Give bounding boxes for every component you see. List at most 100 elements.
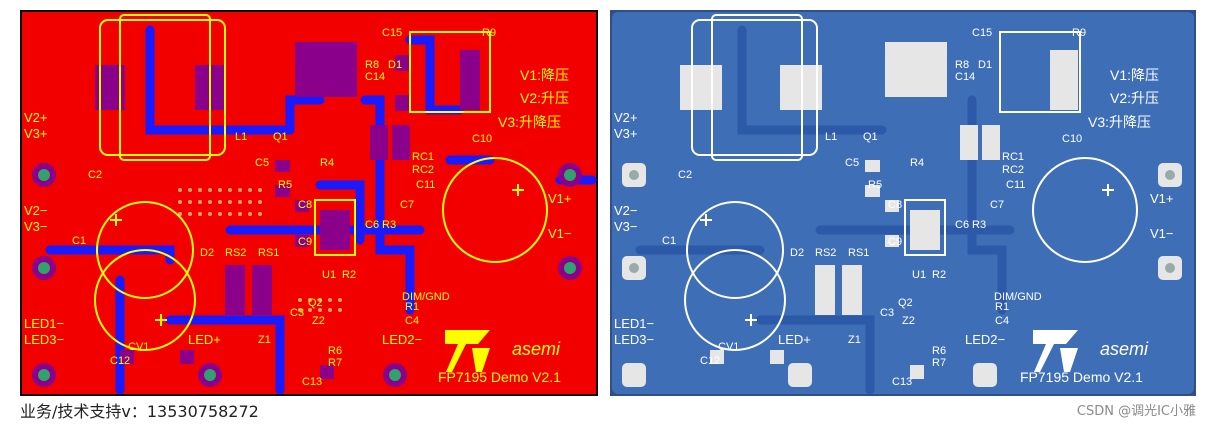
ref-c3: C3 (290, 307, 304, 319)
label-v3m-blue: V3− (614, 219, 638, 234)
ref-c14-b: C14 (955, 71, 975, 83)
label-v2p-blue: V2+ (614, 110, 638, 125)
ref-q2-b: Q2 (898, 297, 913, 309)
label-v2m: V2− (24, 203, 48, 218)
ref-cv1-b: CV1 (718, 341, 739, 353)
ref-z1-b: Z1 (848, 334, 861, 346)
ref-q1: Q1 (273, 131, 288, 143)
ref-c1: C1 (72, 235, 86, 247)
ref-r4: R4 (320, 157, 334, 169)
ref-c12-b: C12 (700, 355, 720, 367)
ref-c2: C2 (88, 169, 102, 181)
ref-r3: R3 (382, 219, 396, 231)
yasemi-logo-icon (445, 330, 490, 372)
silk-blue (684, 14, 1138, 351)
vias-red (178, 188, 342, 312)
ref-rs2-b: RS2 (815, 247, 836, 259)
ref-c8: C8 (298, 199, 312, 211)
pads-blue (680, 42, 1078, 379)
ref-rc2: RC2 (412, 164, 434, 176)
label-mode-2-blue: V2:升压 (1110, 90, 1159, 106)
label-demo-title-blue: FP7195 Demo V2.1 (1020, 369, 1143, 385)
label-v1p-blue: V1+ (1150, 191, 1174, 206)
terminals-blue (622, 163, 1182, 387)
ref-l1-b: L1 (825, 131, 837, 143)
labels-blue: V2+ V3+ V2− V3− V1+ V1− LED1− LED3− LED+… (614, 67, 1174, 385)
ref-r7: R7 (328, 357, 342, 369)
ref-c2-b: C2 (678, 169, 692, 181)
ref-r2: R2 (342, 269, 356, 281)
pcb-blue-render: V2+ V3+ V2− V3− V1+ V1− LED1− LED3− LED+… (610, 10, 1196, 396)
ref-c5-b: C5 (845, 157, 859, 169)
refdes-blue: L1 Q1 C15 R9 R8 D1 C14 C10 C5 R4 R5 RC1 … (662, 27, 1086, 388)
ref-c14: C14 (365, 71, 385, 83)
label-v3p: V3+ (24, 126, 48, 141)
ref-c13: C13 (302, 376, 322, 388)
ref-z2-b: Z2 (902, 315, 915, 327)
silk-red (94, 14, 548, 351)
ref-c10: C10 (472, 133, 492, 145)
ref-rc1-b: RC1 (1002, 151, 1024, 163)
ref-c8-b: C8 (888, 199, 902, 211)
label-v2p: V2+ (24, 110, 48, 125)
label-v3m: V3− (24, 219, 48, 234)
label-led2m: LED2− (382, 332, 422, 347)
ref-r1: R1 (405, 301, 419, 313)
pcb-red-svg: V2+ V3+ V2− V3− V1+ V1− LED1− LED3− LED+… (22, 12, 597, 395)
label-dim: DIM/GND (402, 291, 450, 303)
ref-c3-b: C3 (880, 307, 894, 319)
ref-r8: R8 (365, 59, 379, 71)
ref-r8-b: R8 (955, 59, 969, 71)
ref-rs1: RS1 (258, 247, 279, 259)
ref-q1-b: Q1 (863, 131, 878, 143)
ref-rc1: RC1 (412, 151, 434, 163)
ref-r6-b: R6 (932, 345, 946, 357)
pcb-blue-svg: V2+ V3+ V2− V3− V1+ V1− LED1− LED3− LED+… (612, 12, 1194, 395)
yasemi-logo-icon (1033, 330, 1078, 372)
label-ledp: LED+ (188, 332, 221, 347)
ref-r5: R5 (278, 179, 292, 191)
ref-c6: C6 (365, 219, 379, 231)
label-mode-3: V3:升降压 (498, 114, 561, 130)
ref-c11-b: C11 (1006, 179, 1025, 191)
plus-icon (700, 184, 1114, 326)
ref-c9-b: C9 (888, 236, 902, 248)
ref-c15-b: C15 (972, 27, 992, 39)
ref-cv1: CV1 (128, 341, 149, 353)
label-led3-blue: LED3− (614, 332, 654, 347)
ref-d1: D1 (388, 59, 402, 71)
ref-c7: C7 (400, 199, 414, 211)
ref-c15: C15 (382, 27, 402, 39)
ref-r7-b: R7 (932, 357, 946, 369)
label-brand-blue: asemi (1100, 339, 1149, 359)
ref-r6: R6 (328, 345, 342, 357)
ref-c6-b: C6 (955, 219, 969, 231)
ref-rc2-b: RC2 (1002, 164, 1024, 176)
labels-red: V2+ V3+ V2− V3− V1+ V1− LED1− LED3− LED+… (24, 67, 572, 385)
ref-rs2: RS2 (225, 247, 246, 259)
ref-d2: D2 (200, 247, 214, 259)
ref-c5: C5 (255, 157, 269, 169)
ref-z2: Z2 (312, 315, 325, 327)
ref-rs1-b: RS1 (848, 247, 869, 259)
ref-u1: U1 (322, 269, 336, 281)
label-dim-blue: DIM/GND (994, 291, 1042, 303)
label-led2m-blue: LED2− (965, 332, 1005, 347)
ref-l1: L1 (235, 131, 247, 143)
ref-r9: R9 (482, 27, 496, 39)
ref-c11: C11 (416, 179, 435, 191)
pcb-red-layout: V2+ V3+ V2− V3− V1+ V1− LED1− LED3− LED+… (20, 10, 598, 396)
ref-c4-b: C4 (995, 315, 1009, 327)
ref-d2-b: D2 (790, 247, 804, 259)
ref-c10-b: C10 (1062, 133, 1082, 145)
ref-z1: Z1 (258, 334, 271, 346)
ref-c9: C9 (298, 236, 312, 248)
ref-r2-b: R2 (932, 269, 946, 281)
footer-contact: 业务/技术支持v：13530758272 (20, 402, 259, 421)
ref-c13-b: C13 (892, 376, 912, 388)
ref-c12: C12 (110, 355, 130, 367)
label-mode-1-blue: V1:降压 (1110, 67, 1159, 83)
label-led1: LED1− (24, 316, 64, 331)
label-v1m: V1− (548, 226, 572, 241)
label-brand: asemi (512, 339, 561, 359)
